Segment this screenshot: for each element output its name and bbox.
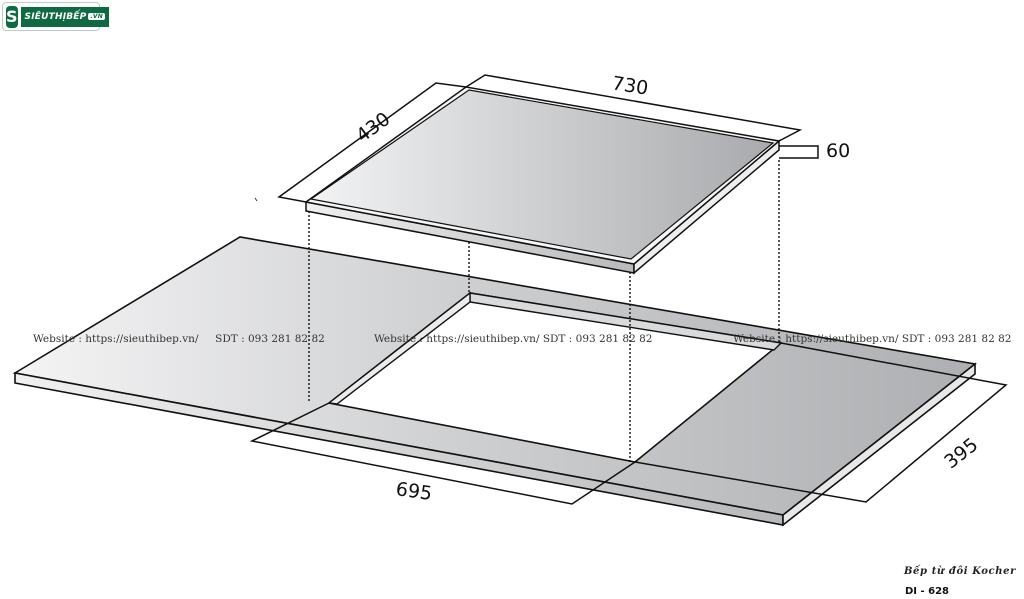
countertop-surface	[12, 236, 977, 516]
logo-s-icon: S	[6, 5, 18, 28]
cutout-left-wall	[327, 291, 471, 405]
watermark-left: Website : https://sieuthibep.vn/ SDT : 0…	[33, 333, 325, 345]
cutout-width-label: 695	[394, 478, 433, 505]
hob-dimension-lines	[277, 74, 819, 203]
watermark-right: Website : https://sieuthibep.vn/ SDT : 0…	[733, 333, 1012, 345]
logo-brand-text: SIÊUTHỊBẾP .VN	[20, 6, 109, 27]
logo-brand-name: SIÊUTHỊBẾP	[24, 11, 87, 22]
watermark-center: Website : https://sieuthibep.vn/ SDT : 0…	[374, 333, 653, 345]
hob	[304, 86, 781, 275]
site-logo[interactable]: S SIÊUTHỊBẾP .VN	[2, 2, 109, 31]
projection-lines	[308, 160, 780, 462]
countertop-right-edge	[782, 362, 976, 527]
logo-tld: .VN	[88, 13, 105, 20]
product-name: Bếp từ đôi Kocher	[904, 566, 1016, 577]
countertop	[12, 236, 977, 527]
product-model: DI - 628	[905, 586, 950, 597]
hob-width-label: 730	[611, 72, 650, 99]
hob-height-label: 60	[826, 140, 850, 162]
cutout-dimension-lines	[249, 342, 1008, 505]
hob-glass	[309, 89, 775, 260]
hob-depth-label: 430	[352, 108, 394, 147]
stray-mark	[254, 197, 258, 202]
cutout-depth-label: 395	[940, 434, 982, 474]
